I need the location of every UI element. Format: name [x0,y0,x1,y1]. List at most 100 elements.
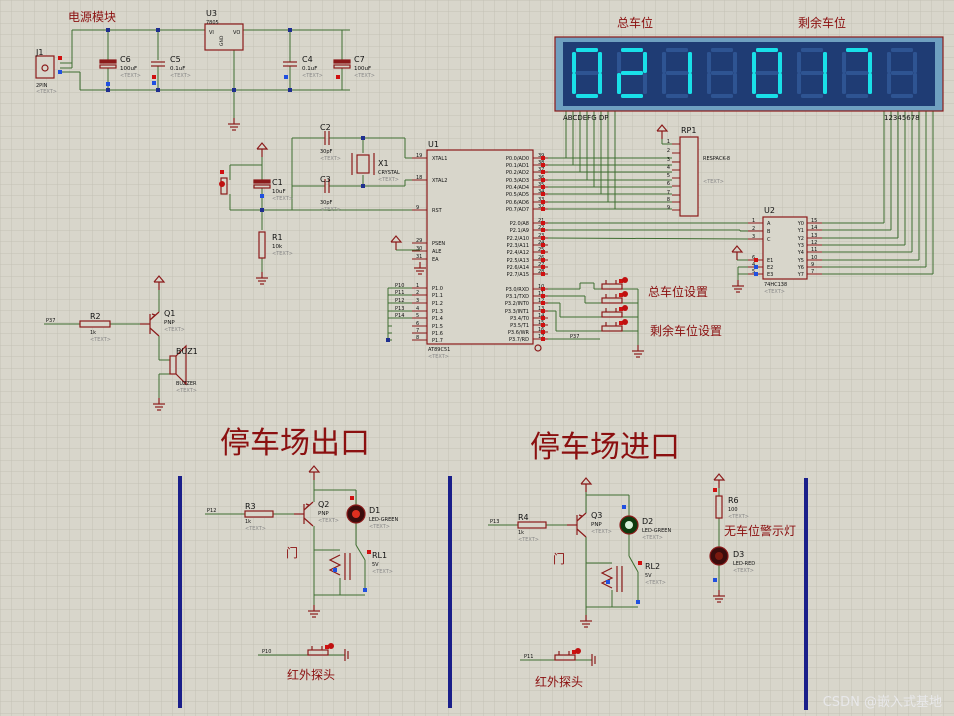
pin-state-dot [333,568,337,572]
segment [598,52,602,73]
gate-entrance-label: 门 [553,552,566,566]
component-ref: C7 [354,55,365,64]
segment [711,94,733,98]
segment [688,73,692,94]
r2-resistor [79,320,111,328]
r6-ref: R6 [728,496,739,505]
u2-pin-name: Y3 [797,243,804,249]
u1-pin-number: 8 [416,335,419,341]
component-value: PNP [164,320,175,326]
pin-state-dot [284,75,288,79]
r4-resistor [517,521,547,529]
segment [887,52,891,73]
text-placeholder: <TEXT> [302,73,323,79]
remaining-spaces-title: 剩余车位 [798,16,847,30]
segment [891,71,913,75]
segment [801,94,823,98]
segment [621,94,643,98]
component-value: 0.1uF [302,66,317,72]
pin-state-dot [106,82,110,86]
segment [797,73,801,94]
u1-pin-number: 1 [416,283,419,289]
j1-connector [35,55,55,79]
segment [823,52,827,73]
segment [823,73,827,94]
u1-pin-name: EA [432,257,439,263]
remaining-setting-button-up [622,305,628,311]
junction-dot [106,28,110,32]
u1-pin-name: XTAL2 [432,178,447,184]
u1-pin-name: P1.2 [432,301,443,307]
component-ref: C6 [120,55,131,64]
u1-pin-name: P1.7 [432,338,443,344]
pin-state-dot [622,505,626,509]
pin-state-dot [541,236,545,240]
pin-state-dot [541,243,545,247]
pin-state-dot [754,265,758,269]
junction-dot [361,184,365,188]
pin-state-dot [541,265,545,269]
segment [733,52,737,73]
rp1-pin-number: 5 [667,173,670,179]
u1-pin-name: ALE [432,249,441,255]
total-setting-button-up [601,283,623,290]
junction-dot [386,338,390,342]
q3-transistor [578,514,584,520]
u1-pin-name: P2.2/A10 [507,236,529,242]
u2-value: 74HC138 [764,282,787,288]
component-ref: C1 [272,178,283,187]
text-placeholder: <TEXT> [518,537,539,543]
buzzer-icon [175,344,187,386]
text-placeholder: <TEXT> [428,354,449,360]
segment [666,71,688,75]
rl2-value: 5V [645,573,652,579]
u2-pin-name: Y7 [797,272,804,278]
u3-pin-label: GND [219,35,225,46]
segment [868,73,872,94]
segment [621,71,643,75]
total-spaces-setting-label: 总车位设置 [648,285,709,299]
u1-pin-name: P3.5/T1 [510,323,529,329]
u2-pin-number: 5 [752,269,755,275]
d3-ref: D3 [733,550,744,559]
u2-pin-name: E1 [767,258,773,264]
pin-state-dot [541,178,545,182]
net-label: P14 [395,313,404,319]
u2-pin-number: 10 [811,255,817,261]
u1-pin-name: P2.0/A8 [510,221,529,227]
junction-dot [232,88,236,92]
pin-state-dot [541,221,545,225]
x1-crystal [356,154,370,174]
segment [711,48,733,52]
q1-transistor [151,313,157,319]
buz1-ref: BUZ1 [176,347,198,356]
c6-capacitor [99,59,117,64]
component-value: 100uF [120,66,137,72]
rl2-ref: RL2 [645,562,660,571]
u1-pin-name: P1.5 [432,324,443,330]
j1-value: 2PIN [36,83,48,89]
u2-pin-name: Y5 [797,258,804,264]
r3-ref: R3 [245,502,256,511]
segment [797,52,801,73]
segment [913,73,917,94]
text-placeholder: <TEXT> [733,568,754,574]
segment-pin-labels: ABCDEFG DP [563,114,608,122]
segment [891,94,913,98]
text-placeholder: <TEXT> [642,535,663,541]
junction-dot [361,136,365,140]
segment [662,52,666,73]
u2-pin-number: 6 [752,255,755,261]
u2-pin-name: C [767,237,771,243]
pin-state-dot [619,279,623,283]
u2-pin-name: B [767,229,771,235]
digit-pin-labels: 12345678 [884,114,920,122]
rp1-value: RESPACK-8 [703,156,730,162]
segment [576,71,598,75]
buzzer-icon [169,355,177,375]
pin-state-dot [541,309,545,313]
component-ref: C5 [170,55,181,64]
r4-ref: R4 [518,513,529,522]
u1-microcontroller [426,149,534,345]
pin-state-dot [58,56,62,60]
